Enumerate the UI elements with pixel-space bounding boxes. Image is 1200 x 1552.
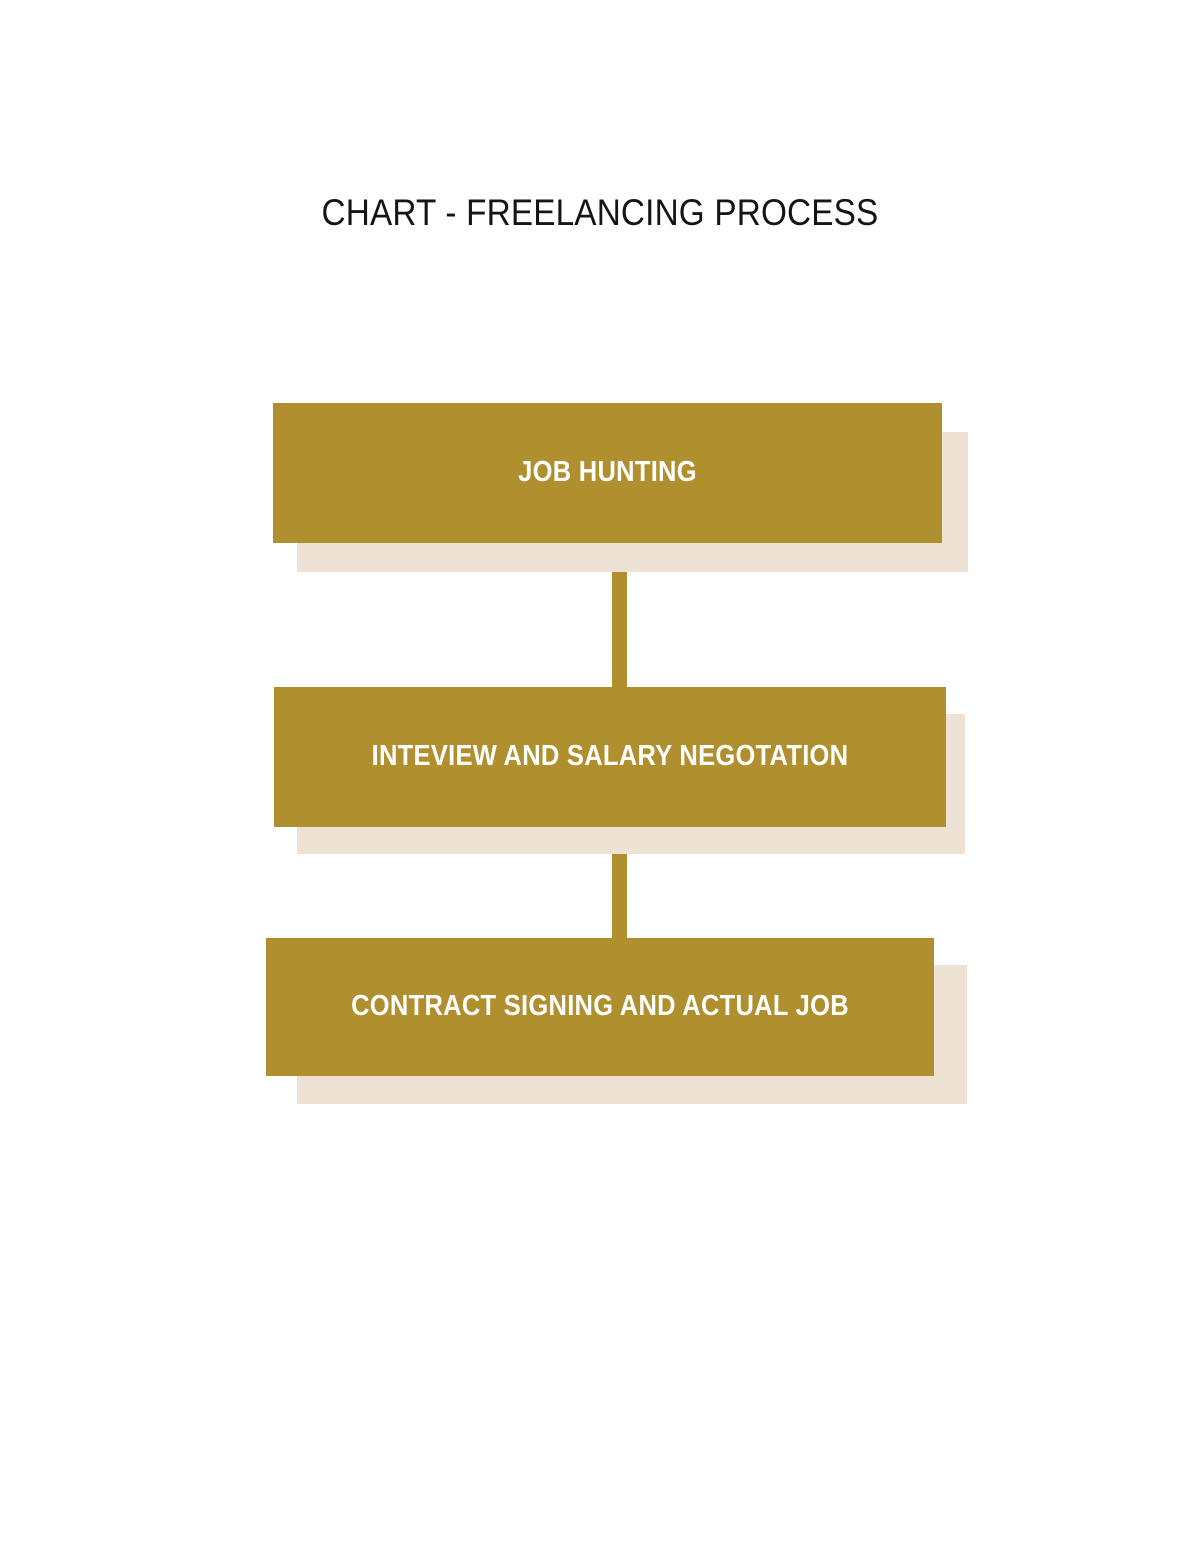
node-label: INTEVIEW AND SALARY NEGOTATION xyxy=(371,740,849,773)
connector-node2-to-node3 xyxy=(612,827,627,940)
node-box[interactable]: JOB HUNTING xyxy=(273,403,942,543)
page-title: CHART - FREELANCING PROCESS xyxy=(321,192,879,233)
node-box[interactable]: INTEVIEW AND SALARY NEGOTATION xyxy=(274,687,946,827)
node-box[interactable]: CONTRACT SIGNING AND ACTUAL JOB xyxy=(266,938,934,1076)
connector-node1-to-node2 xyxy=(612,543,627,689)
node-label: JOB HUNTING xyxy=(518,456,697,489)
node-label: CONTRACT SIGNING AND ACTUAL JOB xyxy=(351,990,849,1023)
